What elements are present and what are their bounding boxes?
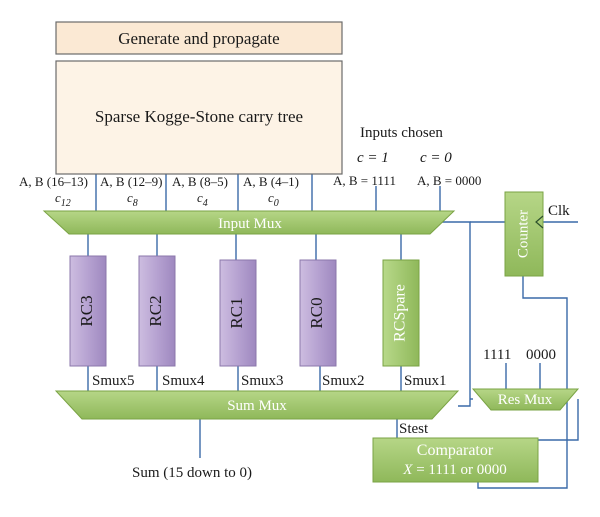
- smux-labels: Smux5 Smux4 Smux3 Smux2 Smux1: [92, 373, 447, 389]
- rc2-label: RC2: [146, 295, 165, 326]
- inputs-chosen-ab0: A, B = 0000: [417, 173, 481, 188]
- rc0-label: RC0: [307, 297, 326, 328]
- input-mux-label: Input Mux: [218, 216, 282, 232]
- sum-mux-label: Sum Mux: [227, 398, 287, 414]
- inputs-chosen-title: Inputs chosen: [360, 125, 443, 141]
- input-range-label: A, B (12–9): [100, 174, 162, 189]
- inputs-chosen-c0: c = 0: [420, 150, 452, 166]
- input-mux: Input Mux: [42, 210, 456, 235]
- inputs-chosen-ab1: A, B = 1111: [333, 173, 396, 188]
- carry-label: c12: [55, 190, 71, 209]
- comparator-block: Comparator X = 1111 or 0000: [372, 437, 539, 483]
- input-range-label: A, B (8–5): [172, 174, 228, 189]
- carry-label: c4: [197, 190, 208, 209]
- wires: [87, 154, 579, 489]
- res-mux-input-1111: 1111: [483, 347, 511, 363]
- carry-label: c8: [127, 190, 138, 209]
- smux-label: Smux5: [92, 373, 135, 389]
- rc0-block: RC0: [299, 259, 337, 367]
- stest-label: Stest: [399, 421, 429, 437]
- inputs-chosen-c1: c = 1: [357, 150, 389, 166]
- rc2-block: RC2: [138, 255, 176, 367]
- res-mux-label: Res Mux: [498, 392, 553, 408]
- input-range-label: A, B (16–13): [19, 174, 88, 189]
- smux-label: Smux3: [241, 373, 284, 389]
- rcspare-block: RCSpare: [382, 259, 420, 367]
- carry-label: c0: [268, 190, 279, 209]
- res-mux: 1111 0000 Res Mux: [471, 347, 580, 411]
- rc1-label: RC1: [227, 297, 246, 328]
- rc1-block: RC1: [219, 259, 257, 367]
- input-group-labels: A, B (16–13) c12 A, B (12–9) c8 A, B (8–…: [19, 174, 299, 209]
- smux-label: Smux2: [322, 373, 365, 389]
- rc3-label: RC3: [77, 295, 96, 326]
- carry-tree-label: Sparse Kogge-Stone carry tree: [95, 107, 303, 126]
- comparator-title: Comparator: [417, 442, 494, 459]
- comparator-condition: X = 1111 or 0000: [402, 462, 506, 478]
- smux-label: Smux1: [404, 373, 447, 389]
- clock-label: Clk: [548, 203, 570, 219]
- rc3-block: RC3: [69, 255, 107, 367]
- sum-output-label: Sum (15 down to 0): [132, 465, 252, 481]
- generate-propagate-block: Generate and propagate: [55, 21, 343, 55]
- res-mux-input-0000: 0000: [526, 347, 556, 363]
- ripple-carry-blocks: RC3 RC2 RC1 RC0 RCSpare: [69, 255, 420, 367]
- inputs-chosen: Inputs chosen c = 1 c = 0 A, B = 1111 A,…: [333, 125, 481, 188]
- sum-mux: Sum Mux: [54, 390, 460, 420]
- generate-propagate-label: Generate and propagate: [118, 29, 279, 48]
- counter-block: Counter Clk: [504, 191, 570, 277]
- rcspare-label: RCSpare: [392, 284, 409, 342]
- carry-tree-block: Sparse Kogge-Stone carry tree: [55, 60, 343, 175]
- smux-label: Smux4: [162, 373, 205, 389]
- input-range-label: A, B (4–1): [243, 174, 299, 189]
- counter-label: Counter: [515, 210, 531, 258]
